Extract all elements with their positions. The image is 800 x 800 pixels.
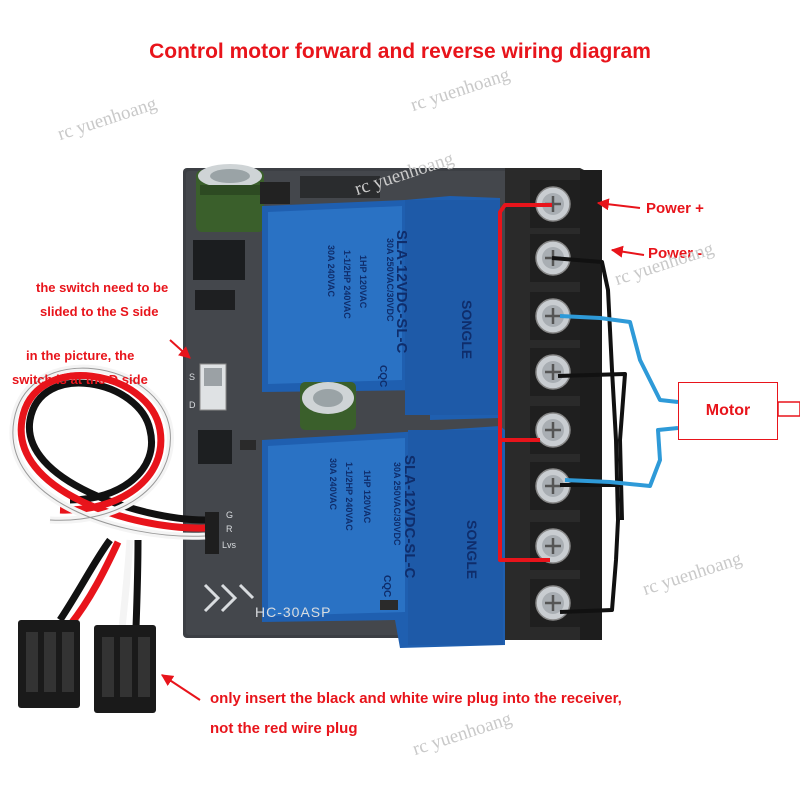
relay-top-cert: CQC — [377, 365, 388, 388]
switch-note-line-1: the switch need to be — [36, 280, 169, 295]
relay-bottom-rating-4: 30A 240VAC — [328, 458, 338, 511]
arrow-plug — [160, 674, 201, 701]
relay-bottom-cert: CQC — [381, 575, 392, 598]
switch-note-line-4: switch is at the D side — [12, 372, 148, 387]
board-model-label: HC-30ASP — [255, 604, 332, 620]
relay-bottom-rating-2: 1HP 120VAC — [362, 470, 372, 524]
terminal-screw — [530, 180, 580, 228]
terminal-screw — [530, 522, 580, 570]
pin-lvs-label: Lvs — [222, 540, 237, 550]
relay-top-rating: 30A 250VAC/30VDC — [385, 238, 395, 322]
relay-top-rating-3: 1-1/2HP 240VAC — [342, 250, 352, 319]
wire-black — [551, 256, 627, 614]
motor-box: Motor — [678, 382, 778, 440]
relay-top-brand: SONGLE — [459, 300, 475, 360]
power-plus-label: Power + — [646, 200, 704, 217]
arrow-power-minus — [610, 245, 645, 258]
plug-red-wire — [18, 620, 80, 708]
arrow-power-plus — [596, 198, 641, 211]
motor-label: Motor — [705, 402, 751, 419]
capacitor-top — [196, 164, 264, 232]
wire-red — [498, 203, 552, 562]
relay-bottom — [262, 426, 505, 648]
page-title: Control motor forward and reverse wiring… — [149, 40, 651, 63]
switch-note-line-3: in the picture, the — [26, 348, 135, 363]
relay-bottom-rating: 30A 250VAC/30VDC — [392, 462, 402, 546]
slide-switch — [199, 363, 227, 411]
power-minus-label: Power - — [648, 245, 703, 262]
terminal-screws — [530, 180, 580, 627]
relay-top — [262, 196, 500, 420]
arrow-switch — [169, 339, 191, 359]
relay-top-rating-4: 30A 240VAC — [326, 245, 336, 298]
relay-bottom-rating-3: 1-1/2HP 240VAC — [344, 462, 354, 531]
pin-g-label: G — [226, 510, 234, 520]
board-logo — [203, 583, 255, 613]
terminal-screw — [530, 348, 580, 396]
relay-top-model: SLA-12VDC-SL-C — [393, 230, 410, 354]
wire-blue — [559, 314, 679, 488]
switch-note-line-2: slided to the S side — [40, 304, 159, 319]
servo-cable — [9, 364, 206, 629]
ic-chip — [193, 240, 245, 280]
plug-note-line-1: only insert the black and white wire plu… — [210, 690, 622, 707]
relay-bottom-model: SLA-12VDC-SL-C — [401, 455, 418, 579]
plug-black-white-wire — [94, 625, 156, 713]
capacitor-middle — [300, 382, 356, 430]
relay-bottom-brand: SONGLE — [464, 520, 480, 580]
pin-r-label: R — [226, 524, 233, 534]
switch-d-label: D — [189, 400, 196, 410]
relay-top-rating-2: 1HP 120VAC — [358, 255, 368, 309]
switch-s-label: S — [189, 372, 196, 382]
terminal-screw — [530, 579, 580, 627]
terminal-screw — [530, 406, 580, 454]
plug-note-line-2: not the red wire plug — [210, 720, 358, 737]
